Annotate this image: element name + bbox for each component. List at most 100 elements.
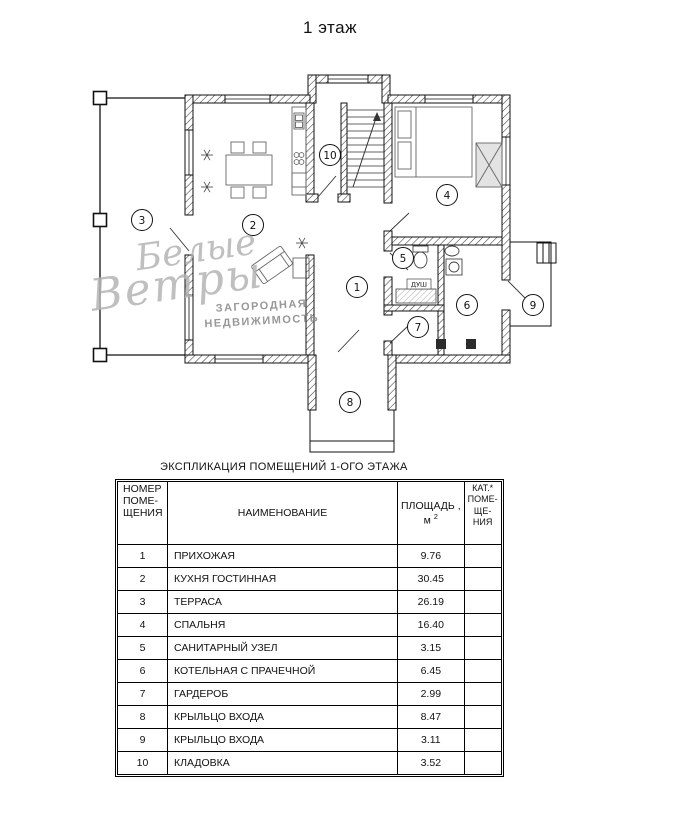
svg-text:4: 4 xyxy=(444,190,451,202)
room-marker-3: 3 xyxy=(131,209,153,231)
terrace xyxy=(92,90,185,363)
cell-number: 2 xyxy=(118,568,168,591)
door-leaf xyxy=(337,329,360,353)
cell-number: 4 xyxy=(118,614,168,637)
cell-number: 10 xyxy=(118,752,168,774)
shower-area: ДУШ xyxy=(395,278,437,304)
table-row: 1 ПРИХОЖАЯ 9.76 xyxy=(118,545,501,568)
cell-category xyxy=(464,660,501,683)
table-row: 3 ТЕРРАСА 26.19 xyxy=(118,591,501,614)
cell-category xyxy=(464,614,501,637)
col-header-area: ПЛОЩАДЬ , м 2 xyxy=(398,482,465,545)
table-row: 8 КРЫЛЬЦО ВХОДА 8.47 xyxy=(118,706,501,729)
terrace-posts xyxy=(92,90,108,363)
col-header-number: НОМЕР ПОМЕ- ЩЕНИЯ xyxy=(118,482,168,545)
post xyxy=(466,339,476,349)
shower-label: ДУШ xyxy=(411,281,427,289)
cell-category xyxy=(464,591,501,614)
interior-walls xyxy=(305,102,503,356)
table-row: 9 КРЫЛЬЦО ВХОДА 3.11 xyxy=(118,729,501,752)
svg-text:7: 7 xyxy=(415,322,422,334)
cell-number: 1 xyxy=(118,545,168,568)
cell-name: КУХНЯ ГОСТИННАЯ xyxy=(168,568,398,591)
cell-name: ГАРДЕРОБ xyxy=(168,683,398,706)
cell-number: 5 xyxy=(118,637,168,660)
cell-area: 2.99 xyxy=(398,683,465,706)
post xyxy=(92,90,108,106)
cell-category xyxy=(465,752,501,774)
cell-category xyxy=(464,568,501,591)
room-marker-10: 10 xyxy=(319,144,341,166)
cell-category xyxy=(464,637,501,660)
cell-area: 30.45 xyxy=(398,568,465,591)
stair-direction-arrow xyxy=(352,114,378,188)
toilet xyxy=(412,245,429,269)
cell-area: 3.52 xyxy=(398,752,465,774)
bed xyxy=(394,106,473,178)
col-header-category: КАТ.* ПОМЕ- ЩЕ- НИЯ xyxy=(464,482,501,545)
chair xyxy=(230,141,245,154)
table-row: 7 ГАРДЕРОБ 2.99 xyxy=(118,683,501,706)
svg-text:8: 8 xyxy=(347,397,354,409)
svg-text:3: 3 xyxy=(139,215,146,227)
table-caption: ЭКСПЛИКАЦИЯ ПОМЕЩЕНИЙ 1-ОГО ЭТАЖА xyxy=(160,461,408,473)
room-marker-4: 4 xyxy=(436,184,458,206)
cell-area: 6.45 xyxy=(398,660,465,683)
door-leaf xyxy=(507,280,527,300)
staircase xyxy=(347,109,384,188)
svg-text:10: 10 xyxy=(323,150,336,162)
cell-number: 6 xyxy=(118,660,168,683)
sink xyxy=(444,245,460,257)
table-row: 4 СПАЛЬНЯ 16.40 xyxy=(118,614,501,637)
floor-plan: ДУШ 1 2 xyxy=(92,74,557,453)
cell-area: 16.40 xyxy=(398,614,465,637)
room-marker-2: 2 xyxy=(242,214,264,236)
cell-name: ТЕРРАСА xyxy=(168,591,398,614)
fridge xyxy=(291,172,307,188)
chair xyxy=(252,186,267,199)
cell-name: ПРИХОЖАЯ xyxy=(168,545,398,568)
door-leaf xyxy=(317,175,337,198)
cell-name: КРЫЛЬЦО ВХОДА xyxy=(168,706,398,729)
door-leaf xyxy=(389,212,410,232)
table-header-row: НОМЕР ПОМЕ- ЩЕНИЯ НАИМЕНОВАНИЕ ПЛОЩАДЬ ,… xyxy=(118,482,501,545)
cell-number: 3 xyxy=(118,591,168,614)
washing-machine xyxy=(445,258,463,276)
stove xyxy=(293,152,305,165)
table-row: 2 КУХНЯ ГОСТИННАЯ 30.45 xyxy=(118,568,501,591)
porch-steps xyxy=(536,242,557,264)
entrance-porch-south xyxy=(309,410,395,453)
svg-text:9: 9 xyxy=(530,300,537,312)
cell-area: 26.19 xyxy=(398,591,465,614)
cell-name: СПАЛЬНЯ xyxy=(168,614,398,637)
page-title: 1 этаж xyxy=(303,18,357,37)
cell-area: 3.11 xyxy=(398,729,465,752)
wardrobe-cabinet xyxy=(475,142,503,188)
door-leaf xyxy=(389,325,409,344)
kitchen-sink xyxy=(293,112,305,130)
table-row: 10 КЛАДОВКА 3.52 xyxy=(118,752,501,774)
room-marker-9: 9 xyxy=(522,294,544,316)
room-markers: 1 2 3 4 5 6 7 xyxy=(131,144,544,413)
entrance-porch-east xyxy=(510,241,557,327)
table-row: 5 САНИТАРНЫЙ УЗЕЛ 3.15 xyxy=(118,637,501,660)
post xyxy=(92,347,108,363)
cell-category xyxy=(464,683,501,706)
col-header-name: НАИМЕНОВАНИЕ xyxy=(168,482,398,545)
cell-category xyxy=(464,706,501,729)
cell-number: 9 xyxy=(118,729,168,752)
svg-text:6: 6 xyxy=(464,300,471,312)
explication-table: НОМЕР ПОМЕ- ЩЕНИЯ НАИМЕНОВАНИЕ ПЛОЩАДЬ ,… xyxy=(115,479,504,777)
post xyxy=(436,339,446,349)
room-marker-7: 7 xyxy=(407,316,429,338)
pillow xyxy=(397,110,412,139)
side-table xyxy=(292,257,310,279)
room-marker-1: 1 xyxy=(346,276,368,298)
structural-posts xyxy=(436,339,476,349)
post xyxy=(92,212,108,228)
sofa xyxy=(251,246,293,284)
window-center-lines xyxy=(188,78,507,360)
cell-name: КЛАДОВКА xyxy=(168,752,398,774)
pillow xyxy=(397,141,412,170)
cell-area: 9.76 xyxy=(398,545,465,568)
